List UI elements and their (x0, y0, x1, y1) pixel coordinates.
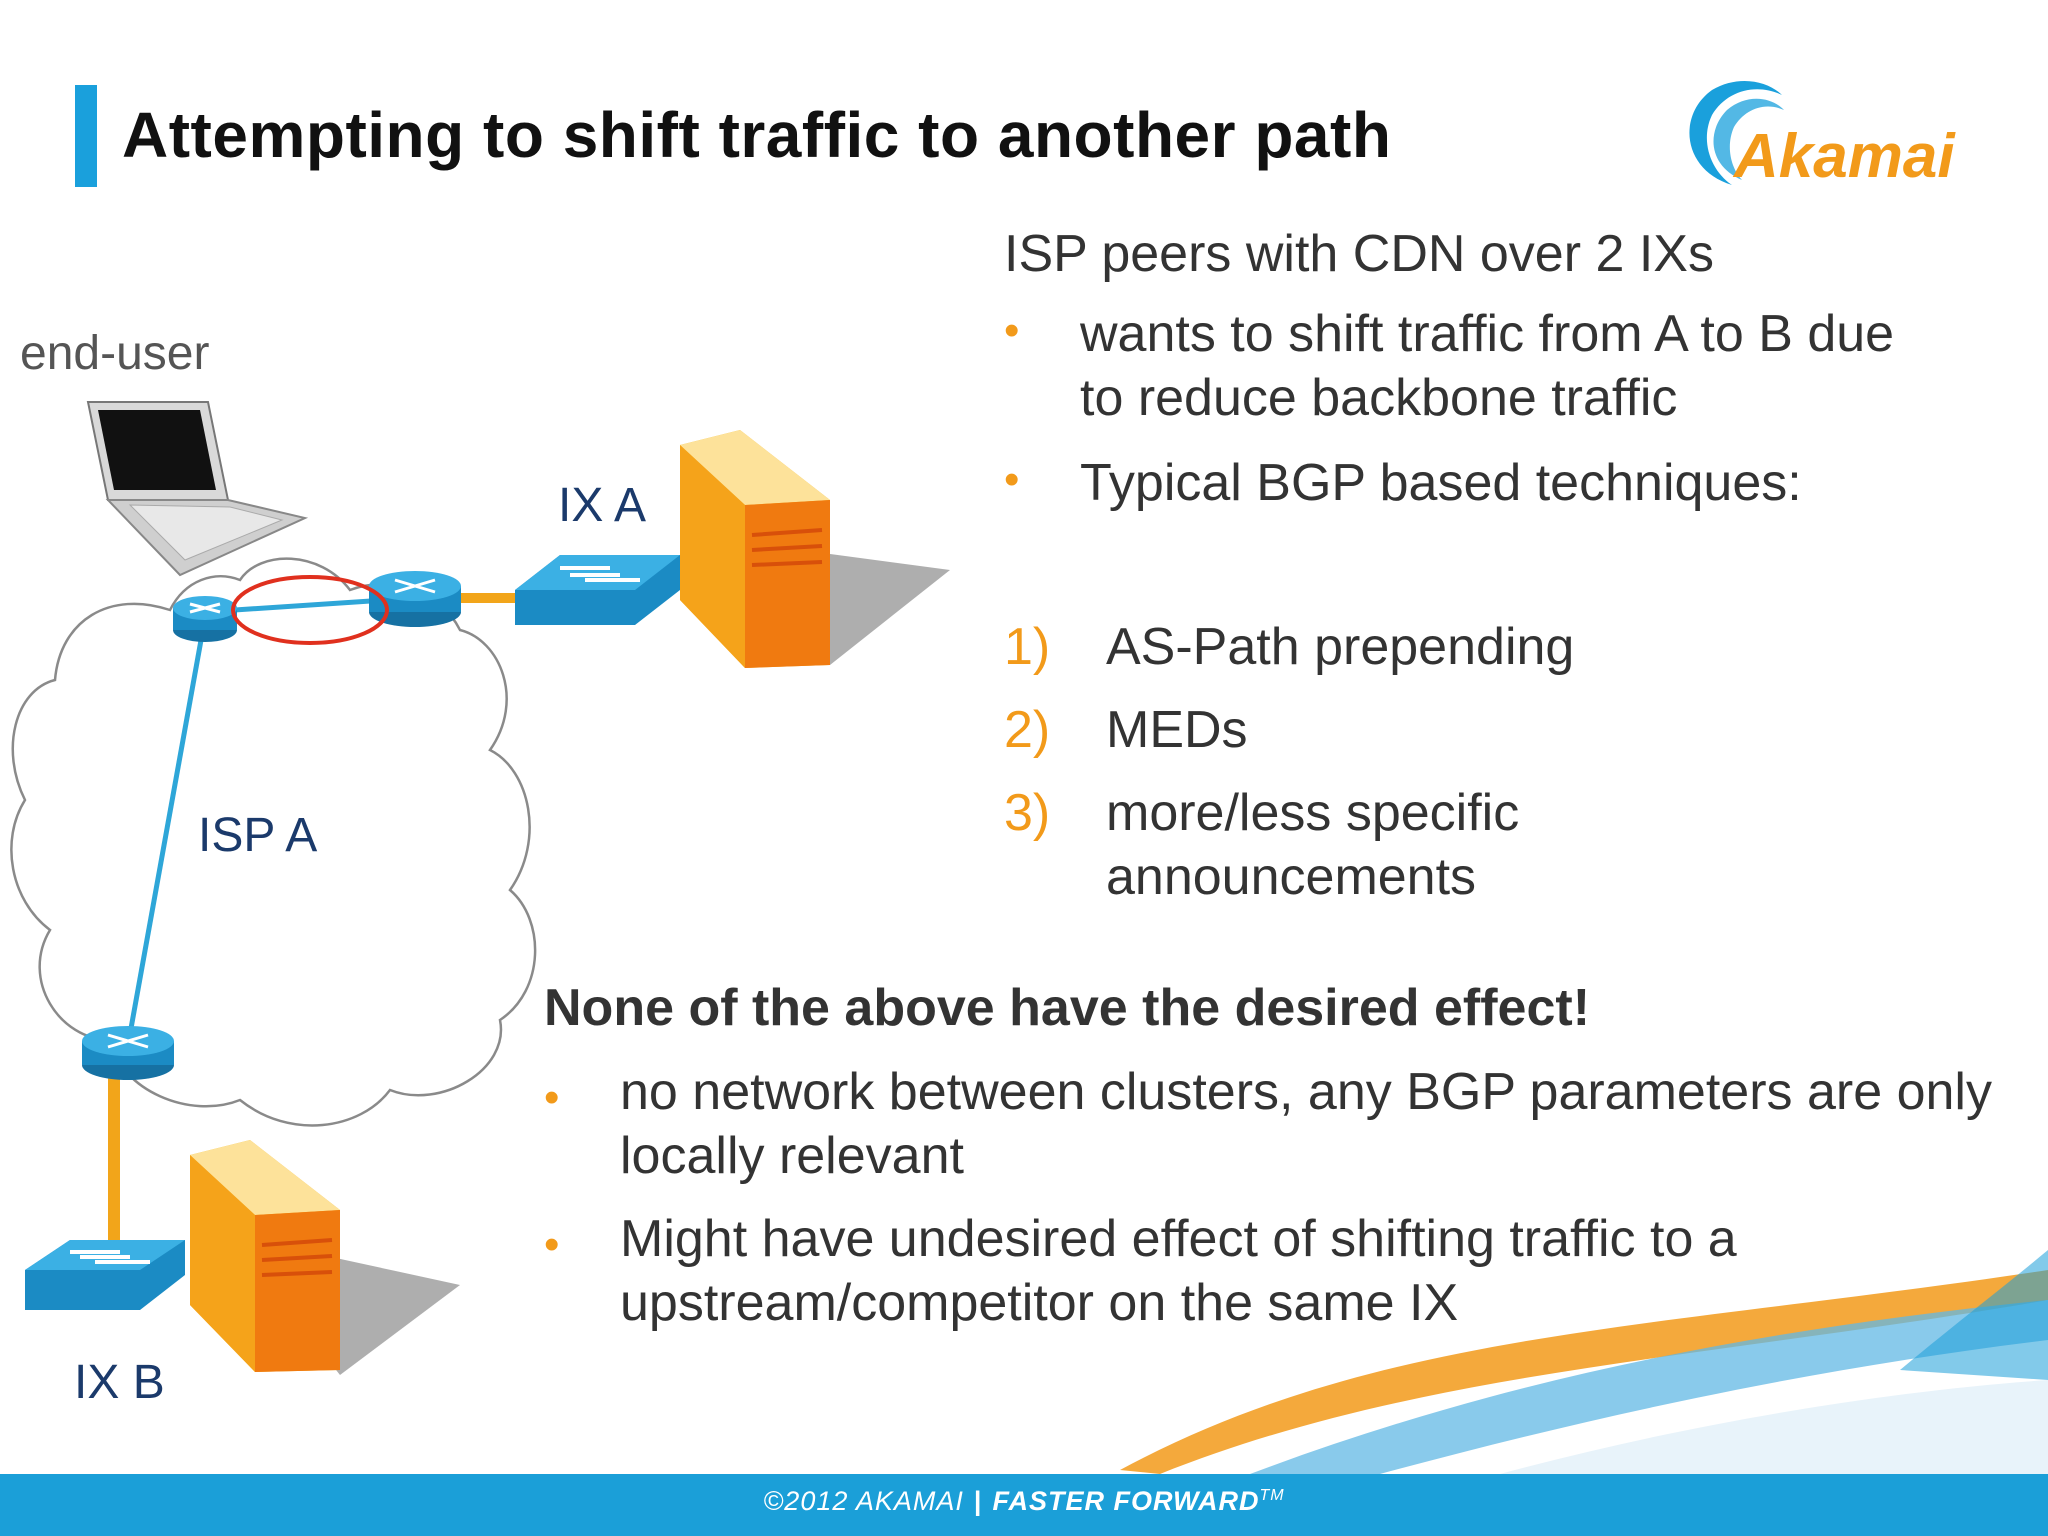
end-user-label: end-user (20, 327, 210, 380)
ix-a-label: IX A (558, 479, 647, 532)
bullet-text: Typical BGP based techniques: (1080, 454, 1802, 512)
conclusion-bullet-text: Might have undesired effect of shifting … (620, 1210, 1737, 1332)
footer-separator: | (973, 1486, 983, 1516)
technique-text: more/less specific announcements (1106, 784, 1520, 906)
bullet-text: wants to shift traffic from A to B due t… (1080, 305, 1895, 427)
router-icon-ix-b (82, 1026, 174, 1080)
footer-bar (0, 1474, 2048, 1536)
server-icon-ix-b (190, 1140, 460, 1375)
isp-a-label: ISP A (198, 809, 318, 862)
technique-text: MEDs (1106, 701, 1248, 759)
bullet-marker: • (544, 1073, 560, 1122)
technique-text: AS-Path prepending (1106, 618, 1575, 676)
laptop-icon (86, 401, 309, 577)
server-icon-ix-a (680, 430, 950, 668)
footer-copyright: ©2012 AKAMAI (763, 1486, 964, 1516)
akamai-logo: Akamai (1689, 80, 1956, 191)
switch-icon-ix-a (515, 555, 680, 625)
content-heading: ISP peers with CDN over 2 IXs (1004, 225, 1714, 283)
technique-number: 1) (1004, 618, 1051, 676)
conclusion-bullet-text: no network between clusters, any BGP par… (620, 1063, 1992, 1185)
bullet-marker: • (1004, 306, 1020, 355)
technique-number: 3) (1004, 784, 1051, 842)
logo-text: Akamai (1732, 122, 1956, 191)
footer-trademark: TM (1259, 1487, 1285, 1504)
slide-title: Attempting to shift traffic to another p… (122, 99, 1392, 171)
title-accent-bar (75, 85, 97, 187)
technique-number: 2) (1004, 701, 1051, 759)
bullet-marker: • (1004, 455, 1020, 504)
footer-tagline: FASTER FORWARD (992, 1486, 1260, 1516)
bullet-marker: • (544, 1220, 560, 1269)
switch-icon-ix-b (25, 1240, 185, 1310)
network-diagram (10, 401, 950, 1375)
link-isp-internal (125, 617, 208, 1046)
highlight-circle (231, 575, 389, 645)
router-icon-isp (173, 596, 237, 642)
conclusion-heading: None of the above have the desired effec… (544, 979, 1591, 1037)
footer-text: ©2012 AKAMAI | FASTER FORWARDTM (0, 1486, 2048, 1517)
router-icon-ix-a (369, 571, 461, 627)
ix-b-label: IX B (74, 1356, 165, 1409)
